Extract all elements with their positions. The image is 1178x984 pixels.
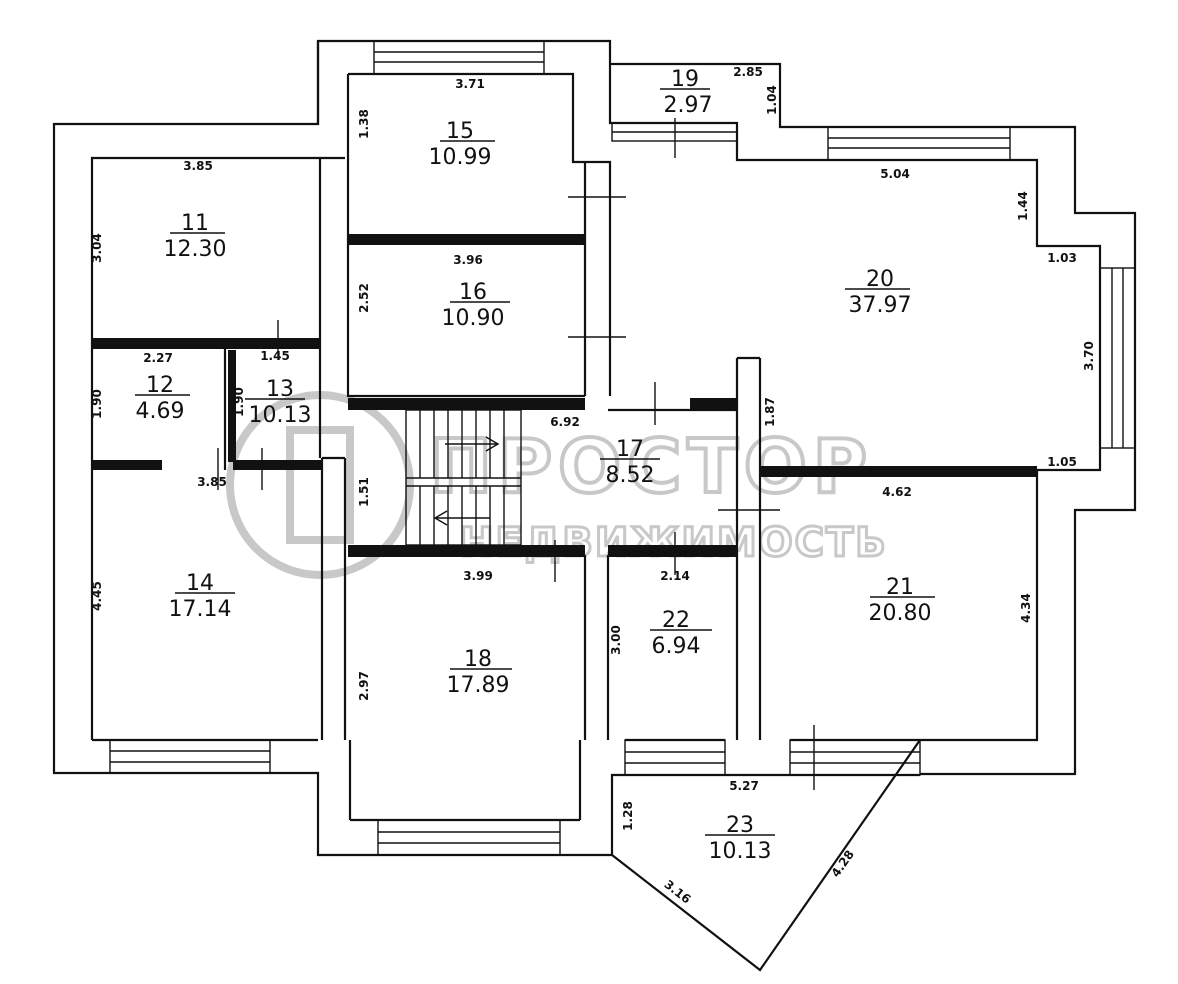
room-area: 20.80 bbox=[869, 601, 932, 626]
room-15: 15 10.99 bbox=[429, 119, 495, 170]
dimension-label: 6.92 bbox=[550, 415, 580, 429]
window-18 bbox=[377, 819, 561, 856]
window-20-top bbox=[827, 126, 1011, 161]
dimension-label: 3.70 bbox=[1082, 341, 1096, 371]
room-20: 20 37.97 bbox=[845, 267, 911, 318]
dimension-label: 3.96 bbox=[453, 253, 483, 267]
room-number: 14 bbox=[186, 571, 214, 596]
window-14 bbox=[109, 739, 271, 774]
room-number: 16 bbox=[459, 280, 487, 305]
room-number: 21 bbox=[886, 575, 914, 600]
door-marks bbox=[217, 118, 815, 790]
dimension-label: 2.14 bbox=[660, 569, 690, 583]
room-16: 16 10.90 bbox=[442, 280, 510, 331]
dimension-label: 5.27 bbox=[729, 779, 759, 793]
windows bbox=[109, 40, 1136, 856]
window-20-right bbox=[1099, 267, 1136, 449]
dimension-label: 4.45 bbox=[90, 581, 104, 611]
dimension-label: 3.85 bbox=[197, 475, 227, 489]
room-area: 6.94 bbox=[652, 634, 701, 659]
room-number: 23 bbox=[726, 813, 754, 838]
room-number: 22 bbox=[662, 608, 690, 633]
room-area: 12.30 bbox=[164, 237, 227, 262]
dimension-label: 1.45 bbox=[260, 349, 290, 363]
dimension-label: 1.28 bbox=[621, 801, 635, 831]
dimension-label: 2.85 bbox=[733, 65, 763, 79]
room-area: 17.89 bbox=[447, 673, 510, 698]
room-number: 19 bbox=[671, 67, 699, 92]
dimension-label: 2.97 bbox=[357, 671, 371, 701]
dimension-label: 1.05 bbox=[1047, 455, 1077, 469]
dimension-label: 1.04 bbox=[765, 85, 779, 115]
room-12: 12 4.69 bbox=[135, 373, 190, 424]
room-area: 10.13 bbox=[709, 839, 772, 864]
room-number: 18 bbox=[464, 647, 492, 672]
dimension-label: 1.44 bbox=[1016, 191, 1030, 221]
room-area: 2.97 bbox=[664, 93, 713, 118]
room-area: 10.90 bbox=[442, 306, 505, 331]
dimension-label: 1.87 bbox=[763, 397, 777, 427]
dimension-label: 1.90 bbox=[90, 389, 104, 419]
room-19: 19 2.97 bbox=[660, 67, 712, 118]
room-area: 37.97 bbox=[849, 293, 912, 318]
dimension-label: 1.38 bbox=[357, 109, 371, 139]
dimension-label: 3.16 bbox=[661, 877, 693, 906]
room-23: 23 10.13 bbox=[705, 813, 775, 864]
room-area: 8.52 bbox=[606, 463, 655, 488]
watermark-tagline: НЕДВИЖИМОСТЬ bbox=[460, 520, 888, 566]
room-labels: 11 12.30 12 4.69 13 10.13 14 17.14 15 10… bbox=[135, 67, 935, 864]
dimension-label: 2.52 bbox=[357, 283, 371, 313]
staircase bbox=[405, 409, 522, 546]
dimension-label: 1.90 bbox=[232, 387, 246, 417]
room-number: 11 bbox=[181, 211, 209, 236]
room-number: 12 bbox=[146, 373, 174, 398]
room-13: 13 10.13 bbox=[245, 377, 311, 428]
window-22 bbox=[624, 739, 726, 776]
dimension-label: 3.71 bbox=[455, 77, 485, 91]
room-number: 15 bbox=[446, 119, 474, 144]
room-number: 20 bbox=[866, 267, 894, 292]
dimension-label: 3.85 bbox=[183, 159, 213, 173]
room-18: 18 17.89 bbox=[447, 647, 512, 698]
room-area: 10.13 bbox=[249, 403, 312, 428]
dimension-label: 3.99 bbox=[463, 569, 493, 583]
dimension-label: 5.04 bbox=[880, 167, 910, 181]
room-number: 17 bbox=[616, 437, 644, 462]
dimension-label: 4.34 bbox=[1019, 593, 1033, 623]
window-21 bbox=[789, 739, 921, 776]
dimension-label: 1.51 bbox=[357, 477, 371, 507]
room-area: 4.69 bbox=[136, 399, 185, 424]
room-area: 10.99 bbox=[429, 145, 492, 170]
room-17: 17 8.52 bbox=[600, 437, 660, 488]
dimension-label: 2.27 bbox=[143, 351, 173, 365]
hatched-partitions bbox=[92, 234, 1037, 557]
dimension-label: 3.00 bbox=[609, 625, 623, 655]
room-22: 22 6.94 bbox=[650, 608, 712, 659]
room-14: 14 17.14 bbox=[169, 571, 235, 622]
room-11: 11 12.30 bbox=[164, 211, 227, 262]
room-area: 17.14 bbox=[169, 597, 232, 622]
room-number: 13 bbox=[266, 377, 294, 402]
dimension-label: 4.62 bbox=[882, 485, 912, 499]
dimension-label: 1.03 bbox=[1047, 251, 1077, 265]
room-21: 21 20.80 bbox=[869, 575, 935, 626]
window-15 bbox=[373, 40, 545, 75]
dimension-label: 3.04 bbox=[90, 233, 104, 263]
